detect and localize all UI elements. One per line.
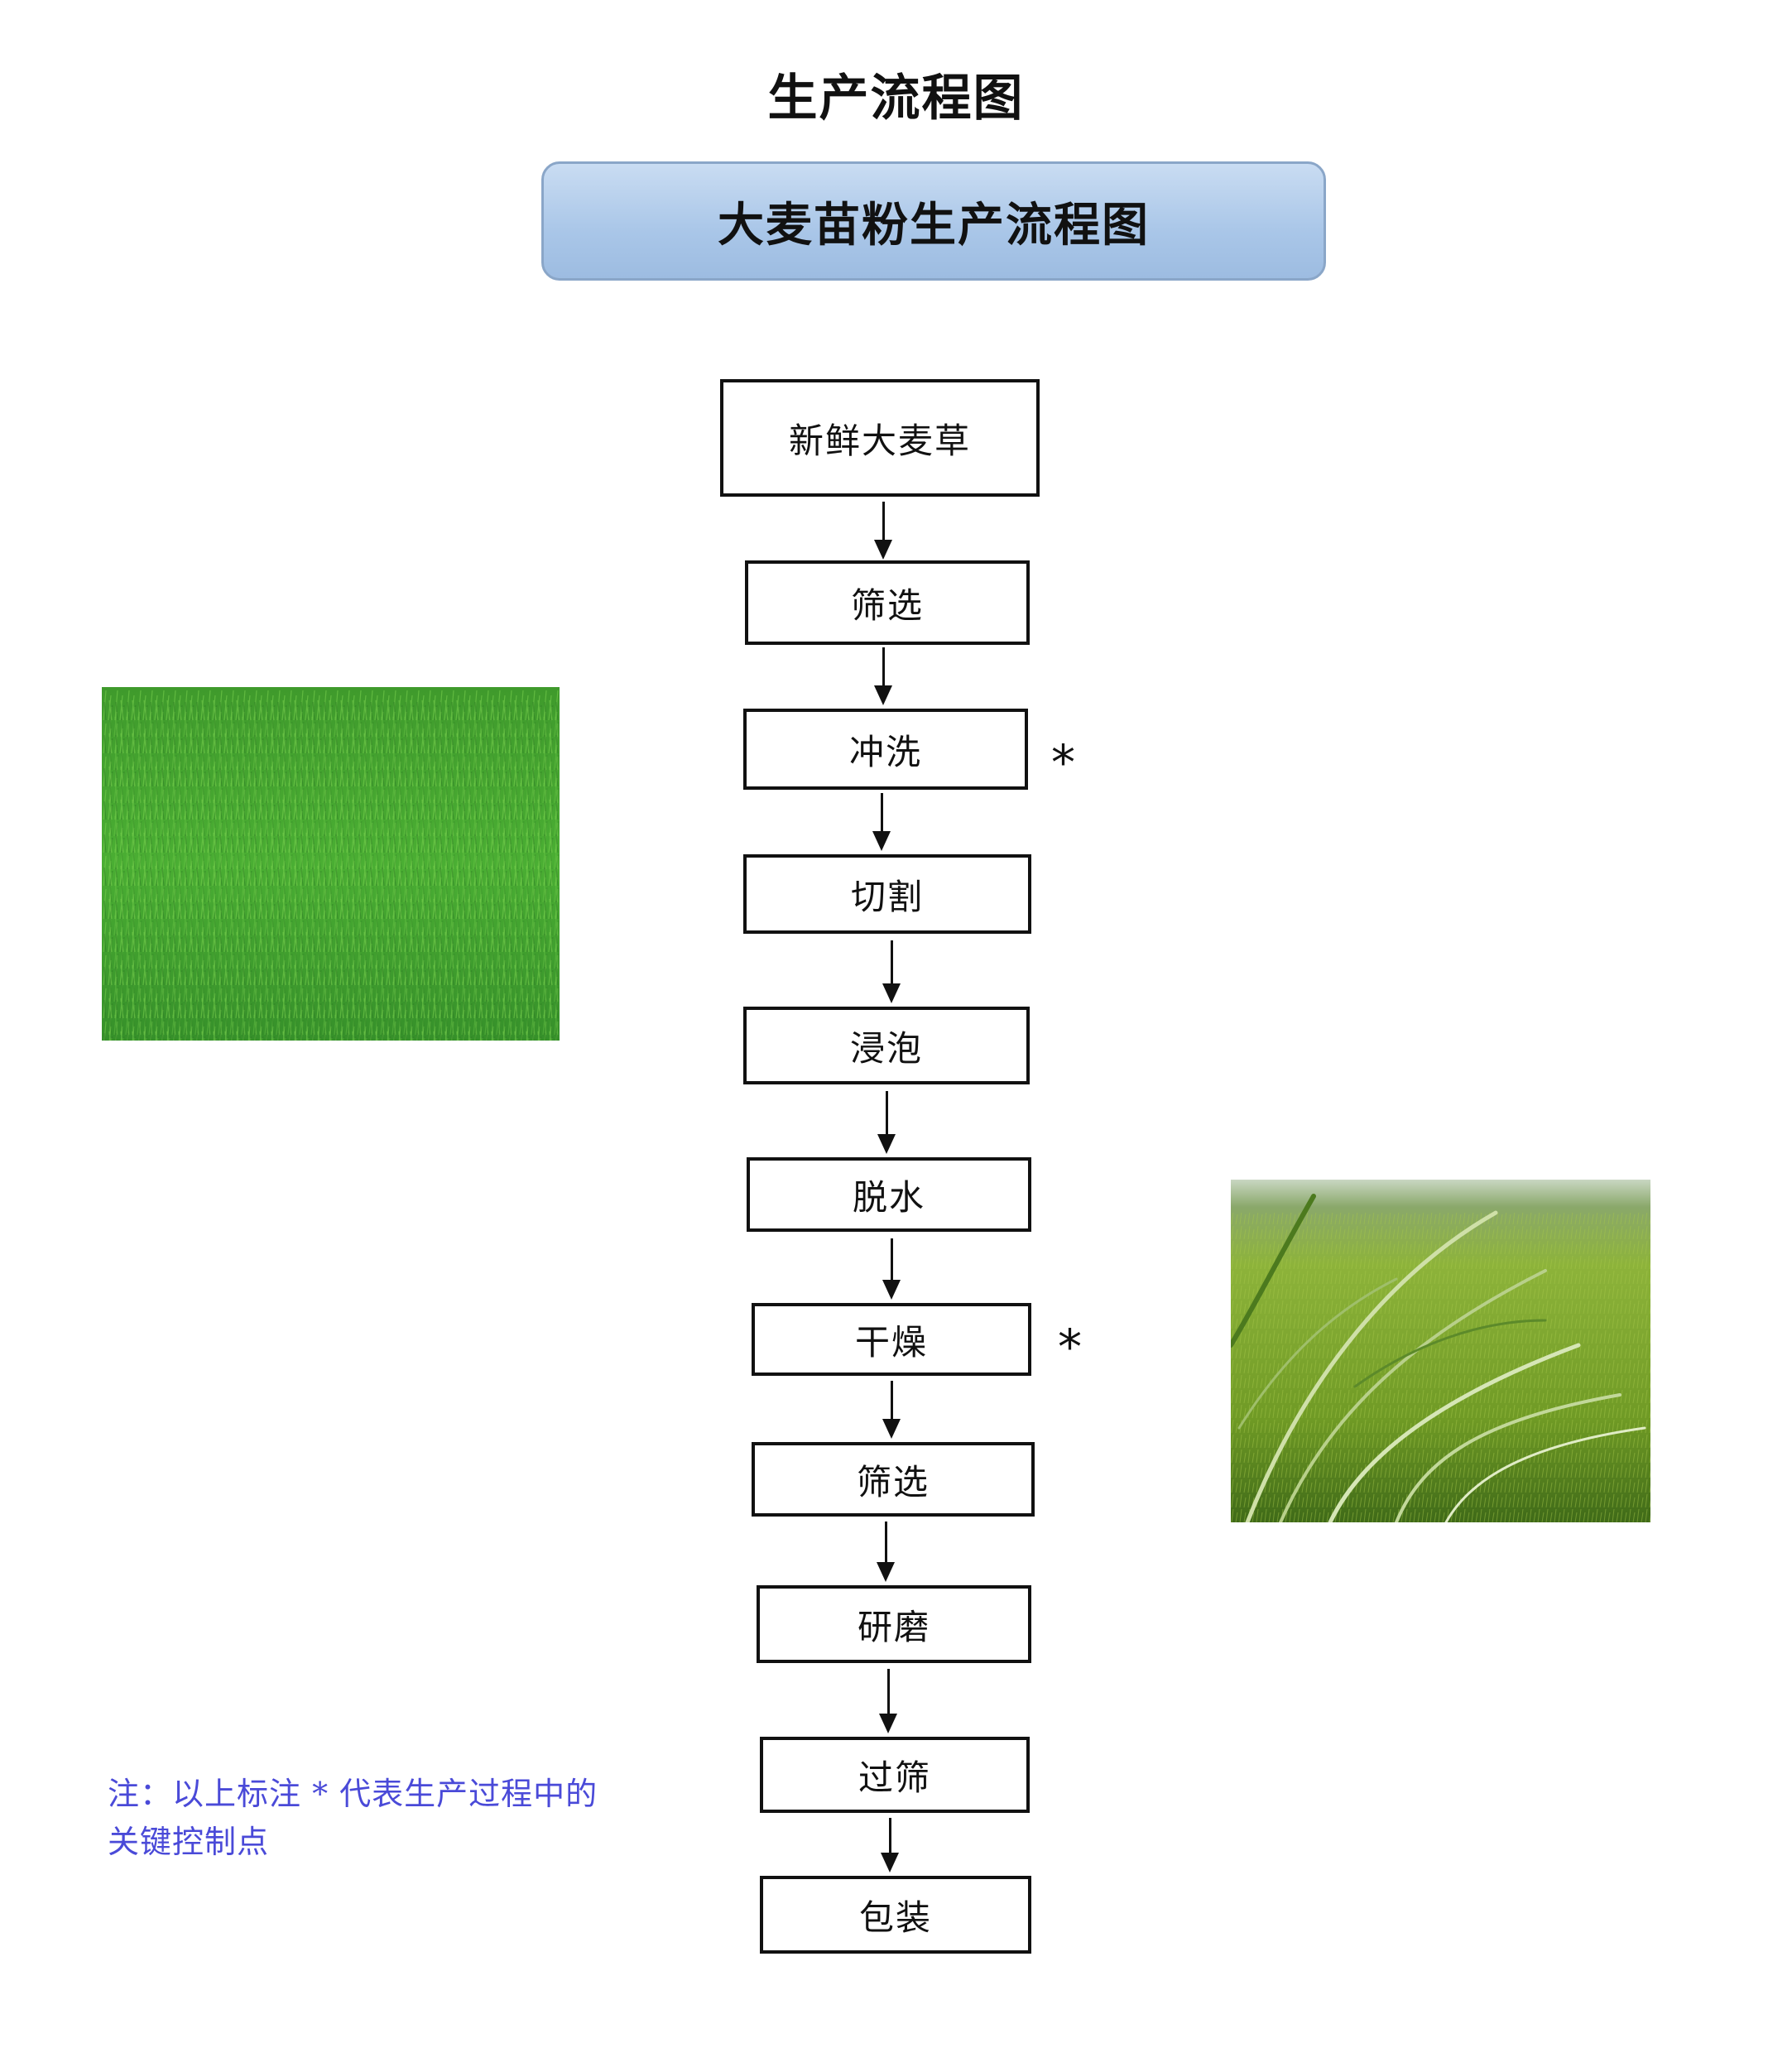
step-label: 包装 (858, 1897, 932, 1938)
step-washing: 冲洗 (743, 709, 1028, 790)
step-screening-1: 筛选 (745, 560, 1030, 645)
flow-arrow (874, 1091, 899, 1154)
step-label: 过筛 (858, 1757, 931, 1798)
step-label: 脱水 (852, 1176, 925, 1218)
step-label: 筛选 (850, 584, 924, 626)
step-label: 研磨 (857, 1606, 930, 1647)
step-packaging: 包装 (760, 1876, 1031, 1954)
step-label: 新鲜大麦草 (788, 420, 971, 461)
step-soaking: 浸泡 (743, 1007, 1030, 1084)
step-drying: 干燥 (752, 1303, 1031, 1376)
step-label: 筛选 (856, 1461, 930, 1502)
step-label: 冲洗 (848, 731, 922, 772)
step-screening-2: 筛选 (752, 1442, 1035, 1517)
key-point-marker-washing: * (1051, 734, 1075, 791)
banner-title: 大麦苗粉生产流程图 (541, 161, 1326, 281)
page-title: 生产流程图 (767, 70, 1025, 127)
flow-arrow (876, 1669, 901, 1733)
step-sieving: 过筛 (760, 1737, 1030, 1813)
flow-arrow (871, 502, 896, 560)
step-label: 浸泡 (849, 1027, 923, 1069)
grass-field-photo (102, 687, 560, 1041)
flow-arrow (879, 940, 904, 1003)
flow-arrow (879, 1381, 904, 1439)
step-grinding: 研磨 (757, 1585, 1031, 1663)
step-label: 切割 (850, 876, 924, 917)
flow-arrow (877, 1818, 902, 1872)
step-fresh-barley-grass: 新鲜大麦草 (720, 379, 1040, 497)
flow-arrow (879, 1238, 904, 1300)
paddy-field-photo (1231, 1180, 1650, 1522)
flow-arrow (873, 1522, 898, 1582)
step-cutting: 切割 (743, 854, 1031, 934)
flow-arrow (871, 647, 896, 705)
step-label: 干燥 (854, 1321, 928, 1363)
banner-title-text: 大麦苗粉生产流程图 (718, 198, 1150, 252)
key-point-marker-drying: * (1058, 1319, 1082, 1375)
step-dewatering: 脱水 (747, 1157, 1031, 1232)
key-point-note: 注：以上标注 * 代表生产过程中的关键控制点 (108, 1776, 598, 1860)
flow-arrow (869, 793, 894, 851)
